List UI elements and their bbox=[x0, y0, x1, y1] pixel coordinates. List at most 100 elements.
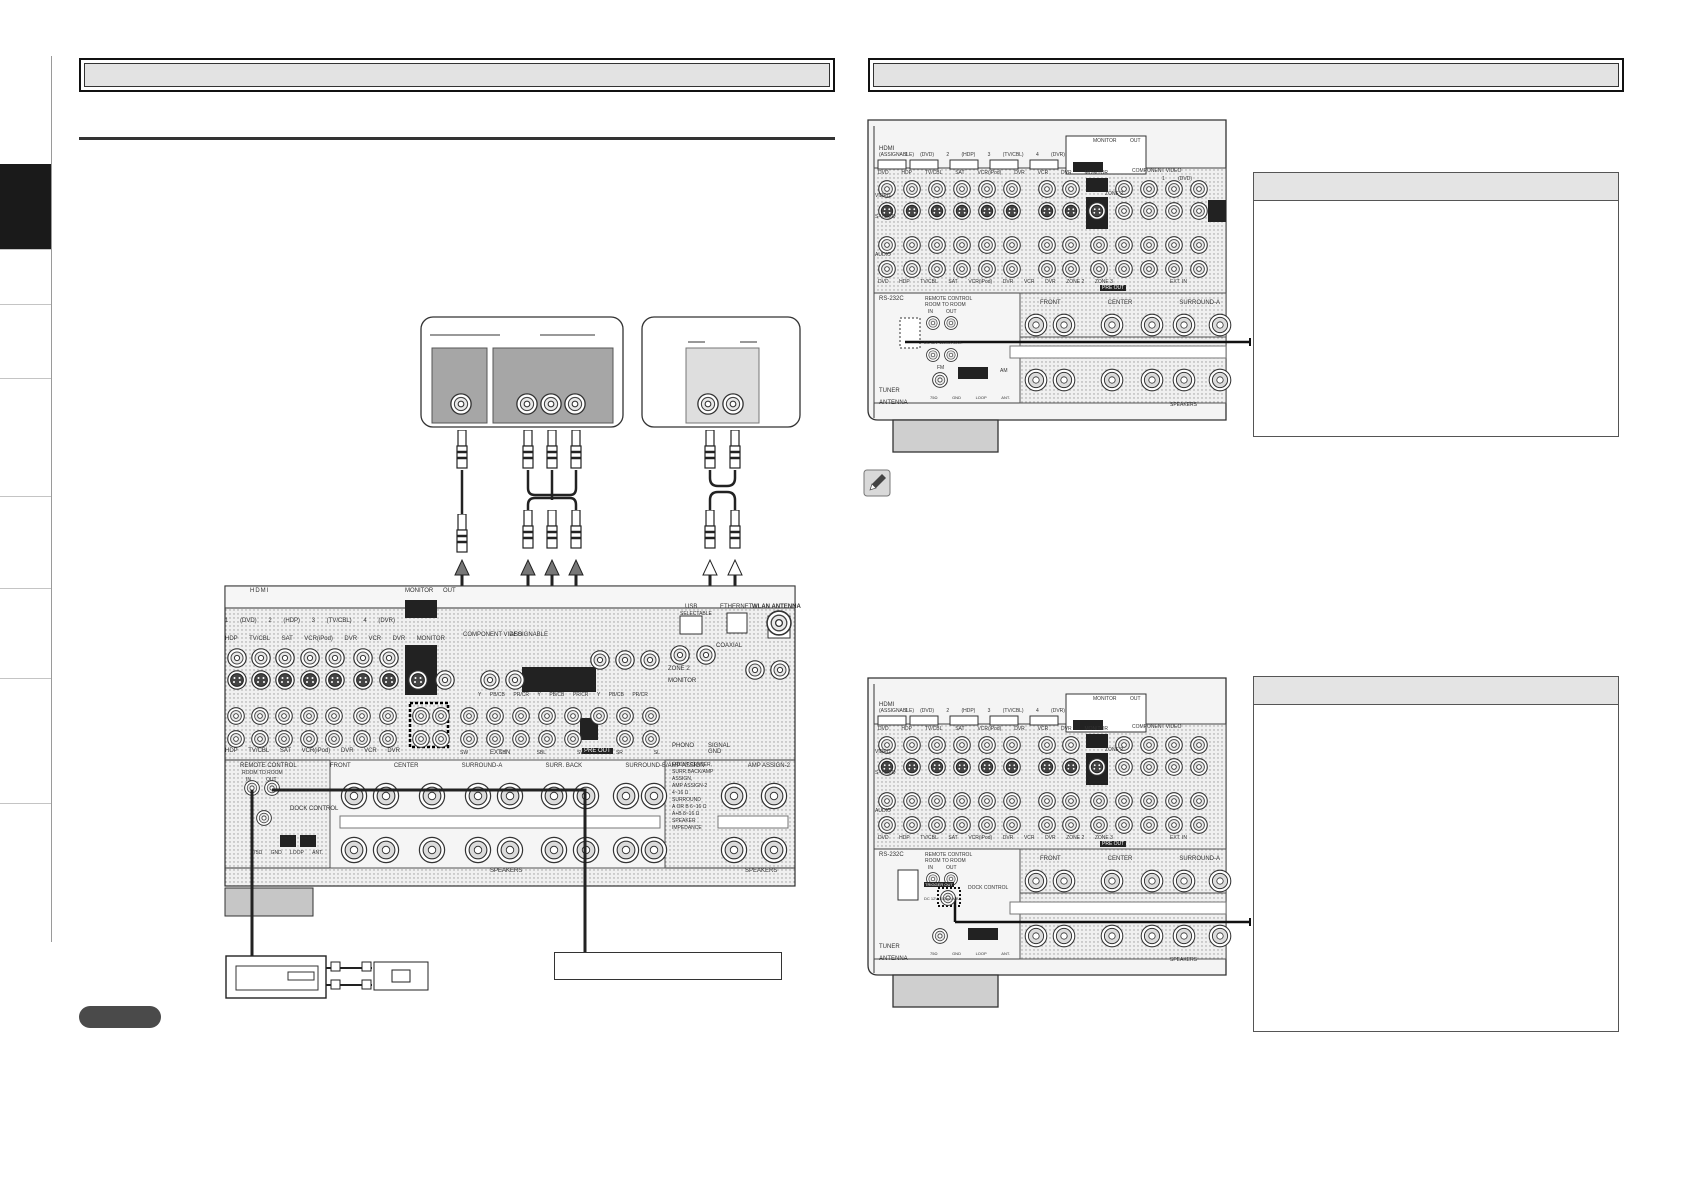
left-hdmi-ports: 1(DVD) 2(HDP) 3(TV/CBL) 4(DVR) bbox=[225, 618, 395, 624]
right2-rs232c-label: RS-232C bbox=[879, 852, 904, 858]
info-box-2-header bbox=[1254, 677, 1618, 705]
section-sidebar bbox=[0, 56, 52, 942]
left-pre-out-label: PRE OUT bbox=[582, 748, 613, 754]
left-component-video-label: COMPONENT VIDEO bbox=[463, 632, 523, 638]
right2-assignable-label: (ASSIGNABLE) bbox=[879, 708, 915, 714]
right-dc-trigger-label: DC 12V 150mA MAX. bbox=[924, 340, 963, 345]
left-dock-control-label: DOCK CONTROL bbox=[290, 806, 339, 812]
left-wlan-label: WLAN ANTENNA bbox=[752, 604, 801, 610]
sidebar-tab[interactable] bbox=[0, 496, 51, 589]
pencil-icon bbox=[863, 469, 891, 497]
right2-speakers-label: SPEAKERS bbox=[1170, 957, 1197, 963]
info-box-1 bbox=[1253, 172, 1619, 437]
left-monitor-label: MONITOR bbox=[405, 588, 434, 594]
left-selectable-label: SELECTABLE bbox=[680, 611, 712, 617]
right-section-title-bar bbox=[868, 58, 1624, 92]
left-in-label: IN bbox=[246, 777, 251, 783]
right2-dock-control-label: DOCK CONTROL bbox=[968, 885, 1009, 891]
right-video-label: VIDEO bbox=[875, 193, 891, 199]
right2-monitor-label: MONITOR bbox=[1093, 696, 1117, 702]
info-box-2 bbox=[1253, 676, 1619, 1032]
left-hdmi-label: HDMI bbox=[250, 588, 270, 594]
left-ethernet-label: ETHERNET bbox=[720, 604, 753, 610]
right-svideo-label: S-VIDEO bbox=[875, 214, 896, 220]
right-comp-small: 1(DVD) bbox=[1162, 176, 1192, 182]
right-antenna-label: ANTENNA bbox=[879, 400, 908, 406]
note-pill bbox=[79, 1006, 161, 1028]
right-ext-in-label: EXT. IN bbox=[1170, 279, 1187, 285]
right2-pre-out-label: PRE OUT bbox=[1100, 841, 1127, 847]
right-hdmi-label: HDMI bbox=[879, 146, 895, 152]
right2-dc-trigger-label: DC 12V 150mA MAX. bbox=[924, 896, 963, 901]
remote-cable bbox=[250, 788, 587, 958]
left-out-small-label: OUT bbox=[266, 777, 277, 783]
right-speakers-label: SPEAKERS bbox=[1170, 402, 1197, 408]
right-zone2-label: ZONE 2 bbox=[1105, 191, 1124, 197]
right2-antenna-label: ANTENNA bbox=[879, 956, 908, 962]
right-tuner-label: TUNER bbox=[879, 388, 900, 394]
right2-audio-label: AUDIO bbox=[875, 808, 891, 814]
right2-video-label: VIDEO bbox=[875, 749, 891, 755]
sidebar-tab[interactable] bbox=[0, 304, 51, 379]
right2-hdmi-label: HDMI bbox=[879, 702, 895, 708]
right2-out-label: OUT bbox=[1130, 696, 1141, 702]
right2-ext-in-label: EXT. IN bbox=[1170, 835, 1187, 841]
right-out-label: OUT bbox=[1130, 138, 1141, 144]
left-phono-label: PHONO bbox=[672, 743, 695, 749]
right-room-to-room-label: ROOM TO ROOM bbox=[925, 302, 966, 308]
source-device-1 bbox=[420, 316, 624, 428]
right-in-label: IN bbox=[928, 309, 933, 315]
left-assignable-label: ASSIGNABLE bbox=[510, 632, 549, 638]
right-fm-label: FM bbox=[937, 365, 945, 371]
source-device-2 bbox=[641, 316, 801, 428]
right-monitor-label: MONITOR bbox=[1093, 138, 1117, 144]
left-room-to-room-label: ROOM TO ROOM bbox=[242, 770, 283, 776]
sidebar-tab[interactable] bbox=[0, 588, 51, 679]
ir-receiver-device bbox=[225, 955, 429, 999]
right2-remote-control-label: REMOTE CONTROL bbox=[925, 852, 973, 858]
left-section-title-bar bbox=[79, 58, 835, 92]
right2-svideo-label: S-VIDEO bbox=[875, 770, 896, 776]
remote-caption-box bbox=[554, 952, 782, 980]
right2-zone2-label: ZONE 2 bbox=[1105, 747, 1124, 753]
sidebar-tab[interactable] bbox=[0, 249, 51, 305]
sidebar-tab[interactable] bbox=[0, 378, 51, 497]
left-speakers-label-2: SPEAKERS bbox=[745, 868, 778, 874]
right-out-small-label: OUT bbox=[946, 309, 957, 315]
right2-room-to-room-label: ROOM TO ROOM bbox=[925, 858, 966, 864]
right-assignable-label: (ASSIGNABLE) bbox=[879, 152, 915, 158]
right-am-label: AM bbox=[1000, 368, 1008, 374]
left-coaxial-label: COAXIAL bbox=[716, 643, 743, 649]
left-monitor-right-label: MONITOR bbox=[668, 678, 697, 684]
right2-trigger-out-label: TRIGGER OUT bbox=[924, 882, 954, 887]
right2-tuner-label: TUNER bbox=[879, 944, 900, 950]
sidebar-tab[interactable] bbox=[0, 678, 51, 804]
left-panel-remote-jacks bbox=[244, 610, 792, 847]
left-impedance-block: FRONT,CENTER, SURR.BACK/AMP ASSIGN, AMP … bbox=[672, 762, 714, 831]
right-bottom-jacks bbox=[878, 736, 1232, 948]
right2-component-video-label: COMPONENT VIDEO bbox=[1132, 724, 1182, 730]
left-usb-label: USB bbox=[685, 604, 698, 610]
left-ext-in-label: EXT. IN bbox=[490, 750, 511, 756]
right-rs232c-label: RS-232C bbox=[879, 296, 904, 302]
receiver-rear-panel-left bbox=[224, 585, 796, 917]
sidebar-tab-active[interactable] bbox=[0, 164, 51, 250]
right2-hdmi-ports: 1(DVD) 2(HDP) 3(TV/CBL) 4(DVR) bbox=[905, 708, 1065, 714]
right2-in-label: IN bbox=[928, 865, 933, 871]
